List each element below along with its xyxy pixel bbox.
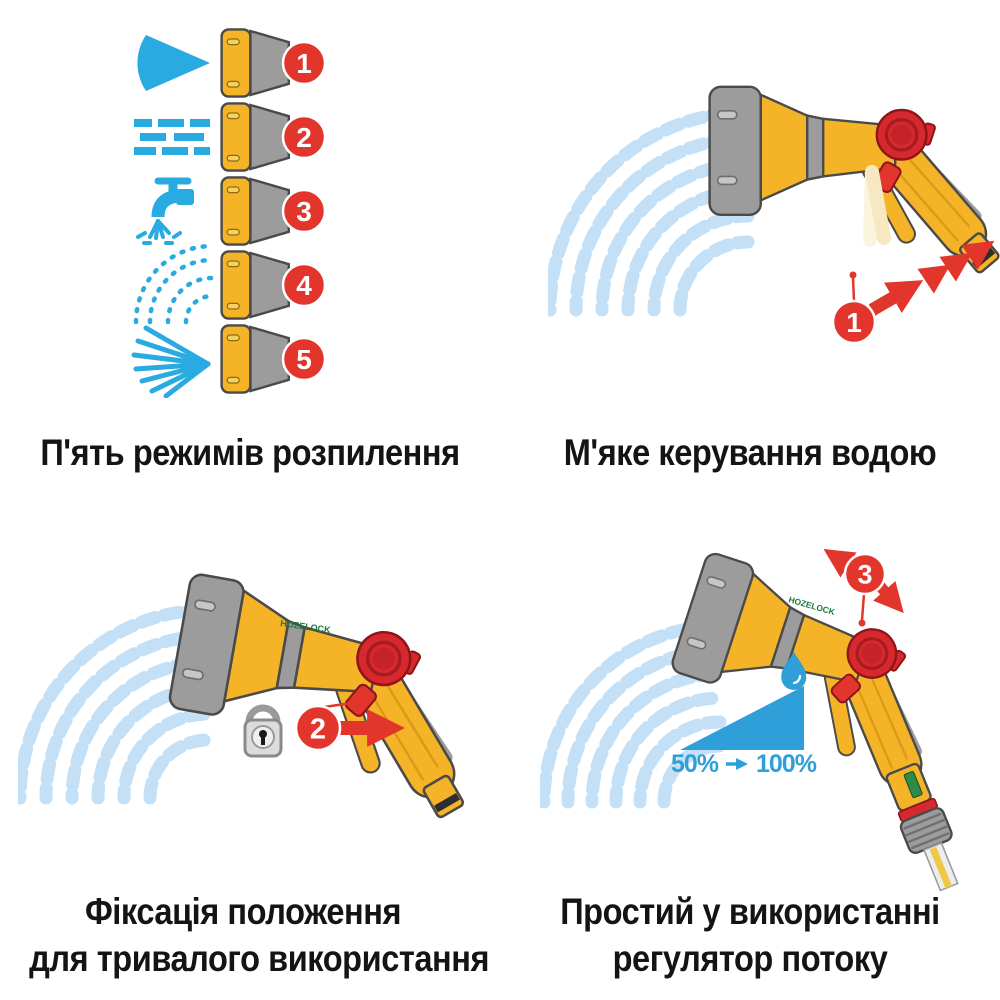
step-badge <box>294 704 342 752</box>
rotate-arrow-right <box>873 581 904 614</box>
water-drop-icon <box>781 652 807 690</box>
mode-number: 2 <box>296 122 312 153</box>
step-badge <box>843 552 887 596</box>
chevron-arrow <box>939 252 973 282</box>
mode-number: 5 <box>296 344 312 375</box>
flow-range: 50% 100% <box>671 750 818 778</box>
chevron-arrow <box>961 240 995 270</box>
mode-number-badge: 4 <box>281 262 327 308</box>
chevron-arrow <box>917 264 951 294</box>
spray-mode-row: 1 <box>137 28 327 98</box>
mode-number: 3 <box>296 196 312 227</box>
spray-mode-row: 4 <box>133 243 327 325</box>
step-number: 3 <box>857 560 872 590</box>
trigger-ghost-positions <box>863 165 891 247</box>
mist-spray-icon <box>133 243 215 325</box>
step-badge <box>831 299 877 345</box>
fan-spray-icon <box>131 325 211 398</box>
spray-mode-row: 5 <box>131 324 327 398</box>
caption-position-lock: Фіксація положення для тривалого викорис… <box>29 891 490 979</box>
padlock-icon <box>243 704 283 758</box>
step-number: 1 <box>846 307 862 338</box>
flat-spray-icon <box>134 119 210 155</box>
callout-dot <box>351 698 359 706</box>
flow-min-label: 50% <box>671 750 719 778</box>
position-lock-illustration: HOZELOCK 2 <box>18 556 480 820</box>
spray-gun-illustration <box>157 573 480 820</box>
step-number: 2 <box>310 713 326 745</box>
flow-ramp-triangle <box>680 686 804 750</box>
jet-spray-icon <box>137 35 210 91</box>
flow-regulator-illustration: HOZELOCK 50% 100% 3 <box>540 540 1000 897</box>
spray-mode-row: 2 <box>134 102 327 172</box>
mode-number: 4 <box>296 270 312 301</box>
flow-regulator-connector <box>879 759 972 897</box>
mode-number-badge: 2 <box>281 114 327 160</box>
step-badge-1-callout: 1 <box>831 240 995 345</box>
caption-flow-regulator: Простий у використанні регулятор потоку <box>560 891 940 979</box>
tap-fill-icon <box>136 177 194 245</box>
mode-number-badge: 3 <box>281 188 327 234</box>
step-badge-3-callout: 3 <box>823 548 904 627</box>
flow-max-label: 100% <box>756 750 817 778</box>
mode-number-badge: 1 <box>281 40 327 86</box>
mode-number-badge: 5 <box>281 336 327 382</box>
direction-arrow <box>868 280 924 316</box>
caption-soft-control: М'яке керування водою <box>563 432 937 473</box>
mode-number: 1 <box>296 48 312 79</box>
spray-mode-row: 3 <box>136 176 327 246</box>
soft-control-illustration: 1 <box>548 72 1000 345</box>
step-badge-2-callout: 2 <box>294 698 405 752</box>
callout-dot <box>858 619 866 627</box>
caption-spray-modes: П'ять режимів розпилення <box>40 432 460 473</box>
callout-dot <box>849 271 857 279</box>
spray-modes-illustration: 1 2 <box>131 28 327 398</box>
